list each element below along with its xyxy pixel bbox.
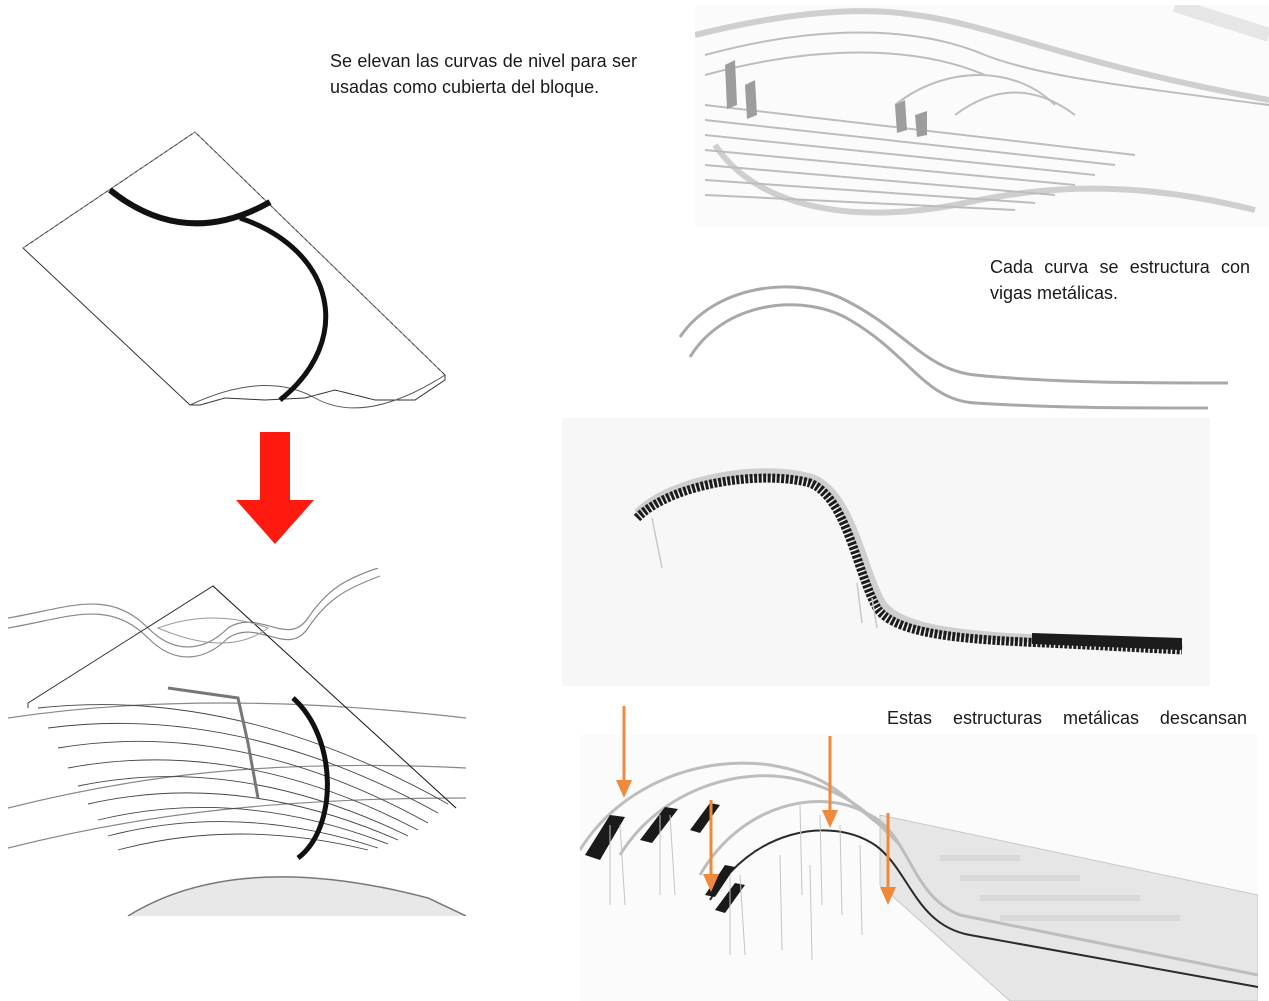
caption-elevate-contours: Se elevan las curvas de nivel para ser u… [330,48,637,100]
down-arrow-icon [822,736,838,828]
down-arrow-icon [236,432,314,544]
beam-render [562,418,1210,686]
pillars-render [580,735,1258,1001]
down-arrow-icon [880,813,896,905]
site-plan-diagram [15,130,455,415]
elevated-contours-diagram [8,568,466,916]
down-arrow-icon [703,800,719,892]
render-top [695,5,1269,227]
down-arrow-icon [616,706,632,798]
beam-curves-diagram [675,275,1235,415]
